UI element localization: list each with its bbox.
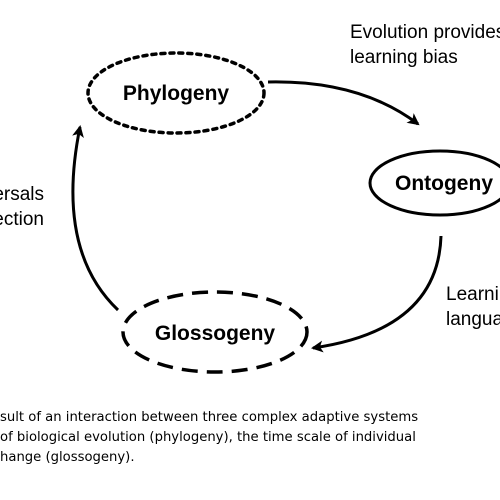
glossogeny-ellipse xyxy=(121,290,309,374)
phylogeny-label: Phylogeny xyxy=(123,82,230,105)
arrow-phylogeny-to-ontogeny xyxy=(267,80,420,126)
arrow-glossogeny-to-phylogeny xyxy=(71,125,120,312)
edge-label-top-right-line2: learning bias xyxy=(350,47,458,68)
caption-line: of biological evolution (phylogeny), the… xyxy=(0,430,416,445)
ontogeny-label: Ontogeny xyxy=(395,172,493,195)
node-glossogeny: Glossogeny xyxy=(121,290,309,374)
ontogeny-ellipse xyxy=(368,149,500,217)
edge-label-left: ersals ection xyxy=(0,184,44,230)
node-phylogeny: Phylogeny xyxy=(86,51,266,135)
figure-caption: sult of an interaction between three com… xyxy=(0,408,500,468)
edge-label-top-right: Evolution provides learning bias xyxy=(350,22,500,68)
edge-label-left-line2: ection xyxy=(0,209,44,230)
edge-label-right: Learni langua xyxy=(446,284,500,330)
arrow-ontogeny-to-glossogeny xyxy=(311,235,443,353)
edge-label-left-line1: ersals xyxy=(0,184,44,205)
edge-label-right-line1: Learni xyxy=(446,284,499,305)
caption-line: sult of an interaction between three com… xyxy=(0,410,419,425)
caption-line: hange (glossogeny). xyxy=(0,450,135,465)
edge-label-top-right-line1: Evolution provides xyxy=(350,22,500,43)
edge-label-right-line2: langua xyxy=(446,309,500,330)
diagram: Phylogeny Ontogeny Glossogeny Evolution … xyxy=(0,22,500,374)
glossogeny-label: Glossogeny xyxy=(155,322,276,345)
phylogeny-ellipse xyxy=(86,51,266,135)
node-ontogeny: Ontogeny xyxy=(368,149,500,217)
